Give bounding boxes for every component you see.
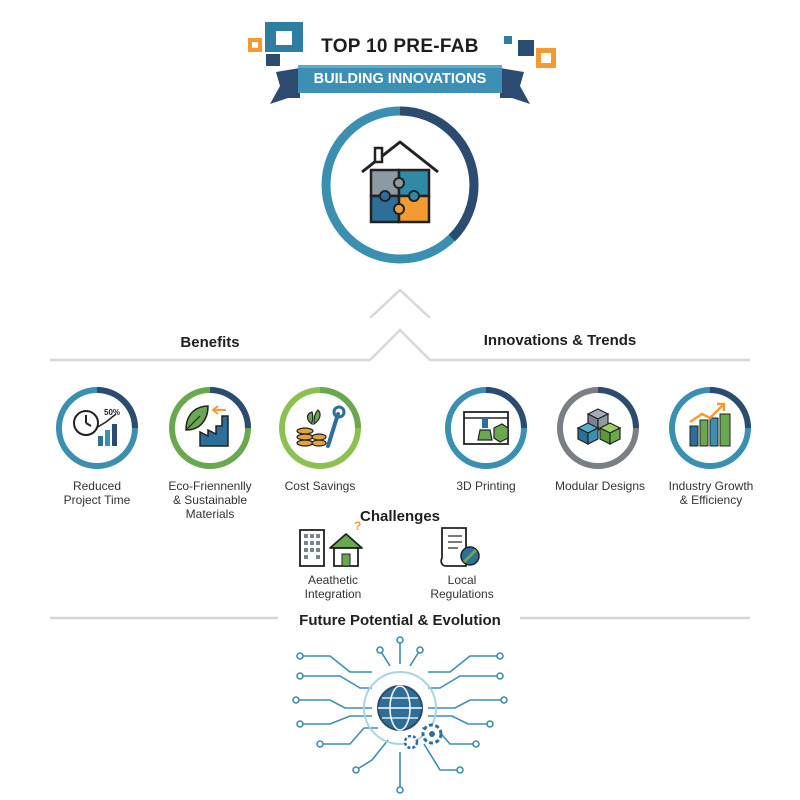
section-title-innovations: Innovations & Trends: [483, 332, 637, 349]
benefit-label-1-line-2: Project Time: [63, 493, 131, 507]
innovation-label-2: Modular Designs: [545, 479, 655, 493]
section-title-future: Future Potential & Evolution: [299, 612, 501, 629]
benefit-label-3: Cost Savings: [270, 479, 370, 493]
benefit-circle-3: [279, 387, 361, 469]
header-decor-left: [248, 22, 303, 66]
title-line-1: TOP 10 PRE-FAB: [321, 36, 479, 57]
innovation-circle-3: [669, 387, 751, 469]
benefit-label-2: Eco-Friennenlly & Sustainable Materials: [158, 479, 262, 521]
challenge-label-2: Local Regulations: [412, 573, 512, 601]
benefit-badge-percent: 50%: [104, 408, 121, 417]
challenge-label-1-line-2: Integration: [304, 587, 362, 601]
innovation-label-3-line-1: Industry Growth: [668, 479, 754, 493]
innovation-label-1-line-1: 3D Printing: [456, 479, 516, 493]
benefit-label-2-line-2: & Sustainable: [172, 493, 248, 507]
section-title-benefits: Benefits: [180, 334, 240, 351]
challenge-label-1-line-1: Aeathetic: [307, 573, 359, 587]
benefit-label-1: Reduced Project Time: [47, 479, 147, 507]
header-decor-right: [504, 36, 556, 68]
challenge-label-1: Aeathetic Integration: [283, 573, 383, 601]
innovation-label-3: Industry Growth & Efficiency: [656, 479, 766, 507]
innovation-label-3-line-2: & Efficiency: [679, 493, 743, 507]
innovation-circle-2: [557, 387, 639, 469]
challenge-label-2-line-1: Local: [447, 573, 477, 587]
title-ribbon: [270, 65, 530, 104]
challenge-icon-1: ?: [299, 519, 363, 567]
future-network-graphic: [292, 636, 508, 794]
central-house-emblem: [321, 106, 479, 264]
challenge-label-2-line-2: Regulations: [430, 587, 494, 601]
title-line-2: BUILDING INNOVATIONS: [313, 71, 487, 87]
benefit-circle-2: [169, 387, 251, 469]
section-title-challenges: Challenges: [359, 508, 441, 525]
benefit-label-3-line-1: Cost Savings: [284, 479, 356, 493]
benefit-label-2-line-1: Eco-Friennenlly: [168, 479, 252, 493]
benefit-label-1-line-1: Reduced: [72, 479, 122, 493]
benefit-circle-1: [56, 387, 138, 469]
svg-text:?: ?: [354, 519, 361, 533]
section-divider: [50, 288, 750, 620]
innovation-label-2-line-1: Modular Designs: [554, 479, 646, 493]
challenge-icon-2: [440, 527, 480, 567]
benefit-label-2-line-3: Materials: [185, 507, 235, 521]
innovation-circle-1: [445, 387, 527, 469]
innovation-label-1: 3D Printing: [436, 479, 536, 493]
